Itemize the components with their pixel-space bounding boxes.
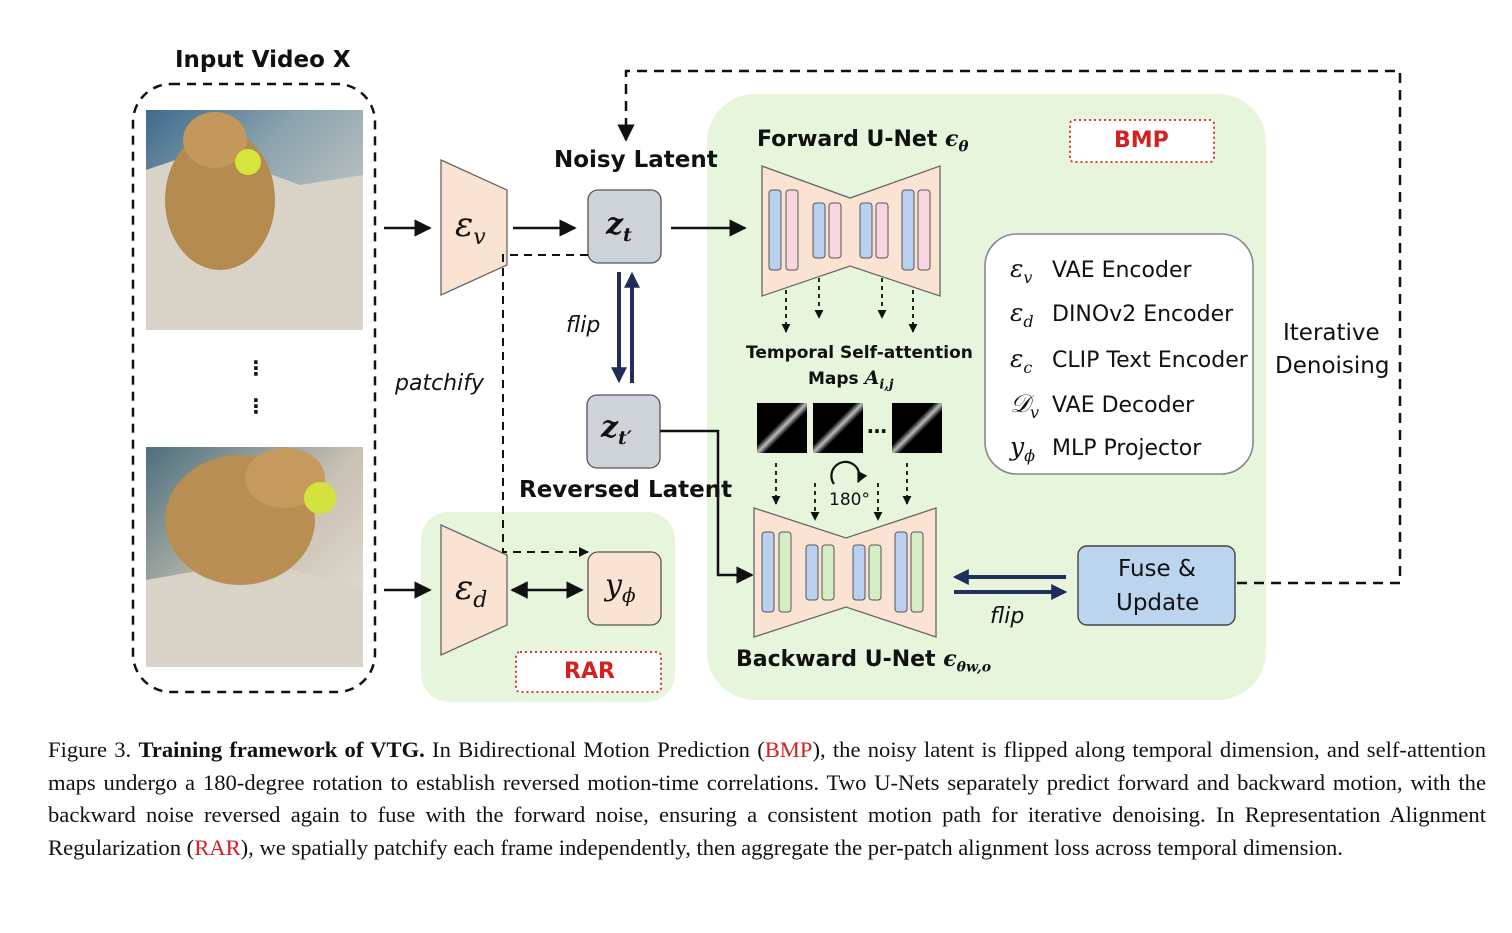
flip-label-fuse: flip	[990, 604, 1025, 629]
caption-text-3: ), we spatially patchify each frame inde…	[240, 834, 1343, 860]
rotation-label: 180°	[829, 490, 870, 510]
noisy-latent-symbol: zt	[606, 207, 632, 246]
bmp-label: BMP	[1114, 128, 1169, 153]
ellipsis-2: ⋮	[246, 394, 266, 418]
legend-box	[984, 233, 1254, 475]
attention-map-2	[813, 403, 863, 453]
vae-encoder-block	[440, 158, 508, 297]
fuse-update-label-1: Fuse &	[1118, 556, 1196, 582]
attention-map-1	[757, 403, 807, 453]
fuse-update-label-2: Update	[1116, 590, 1200, 616]
video-frame-2	[146, 447, 363, 667]
iterative-denoising-label-1: Iterative	[1283, 320, 1380, 346]
figure-diagram	[131, 69, 1402, 702]
forward-unet	[761, 165, 941, 297]
rotation-icon	[830, 460, 868, 485]
noisy-latent-box	[587, 189, 662, 264]
attention-maps-title-1: Temporal Self-attention	[746, 343, 973, 363]
bmp-tag	[1069, 119, 1215, 163]
dino-encoder-symbol: εd	[455, 568, 488, 613]
caption-text-1: In Bidirectional Motion Prediction (	[432, 737, 765, 762]
caption-text-2: ), the noisy latent is flipped along tem…	[48, 737, 1486, 860]
reversed-latent-symbol: zt′	[601, 410, 632, 449]
noisy-latent-title: Noisy Latent	[554, 147, 718, 173]
caption-bmp-link[interactable]: BMP	[764, 737, 813, 762]
attention-map-3	[892, 403, 942, 453]
patchify-label: patchify	[395, 371, 484, 396]
caption-bold-title: Training framework of VTG.	[138, 737, 425, 762]
figure-caption: Figure 3. Training framework of VTG. In …	[48, 734, 1486, 864]
reversed-latent-title: Reversed Latent	[519, 477, 733, 503]
ellipsis-1: ⋮	[246, 356, 266, 380]
caption-rar-link[interactable]: RAR	[194, 834, 241, 860]
input-video-container	[131, 82, 377, 694]
rar-tag	[515, 651, 662, 693]
dino-encoder-block	[440, 523, 508, 657]
backward-unet	[753, 507, 937, 638]
forward-unet-label: Forward U-Net ϵθ	[757, 126, 969, 156]
attention-maps-dots: …	[867, 414, 887, 438]
fuse-update-box	[1077, 545, 1236, 626]
attention-maps-title-2: Maps Ai,j	[808, 367, 894, 393]
caption-prefix: Figure 3.	[48, 737, 132, 762]
mlp-projector-box	[587, 551, 662, 626]
mlp-projector-symbol: yϕ	[605, 568, 636, 607]
input-video-title: Input Video X	[175, 47, 351, 73]
iterative-denoising-label-2: Denoising	[1275, 353, 1390, 379]
rar-label: RAR	[564, 659, 615, 684]
video-frame-1	[146, 110, 363, 330]
vae-encoder-symbol: εv	[455, 205, 486, 250]
flip-label-latent: flip	[566, 313, 601, 338]
backward-unet-label: Backward U-Net ϵθw,o	[736, 646, 992, 676]
